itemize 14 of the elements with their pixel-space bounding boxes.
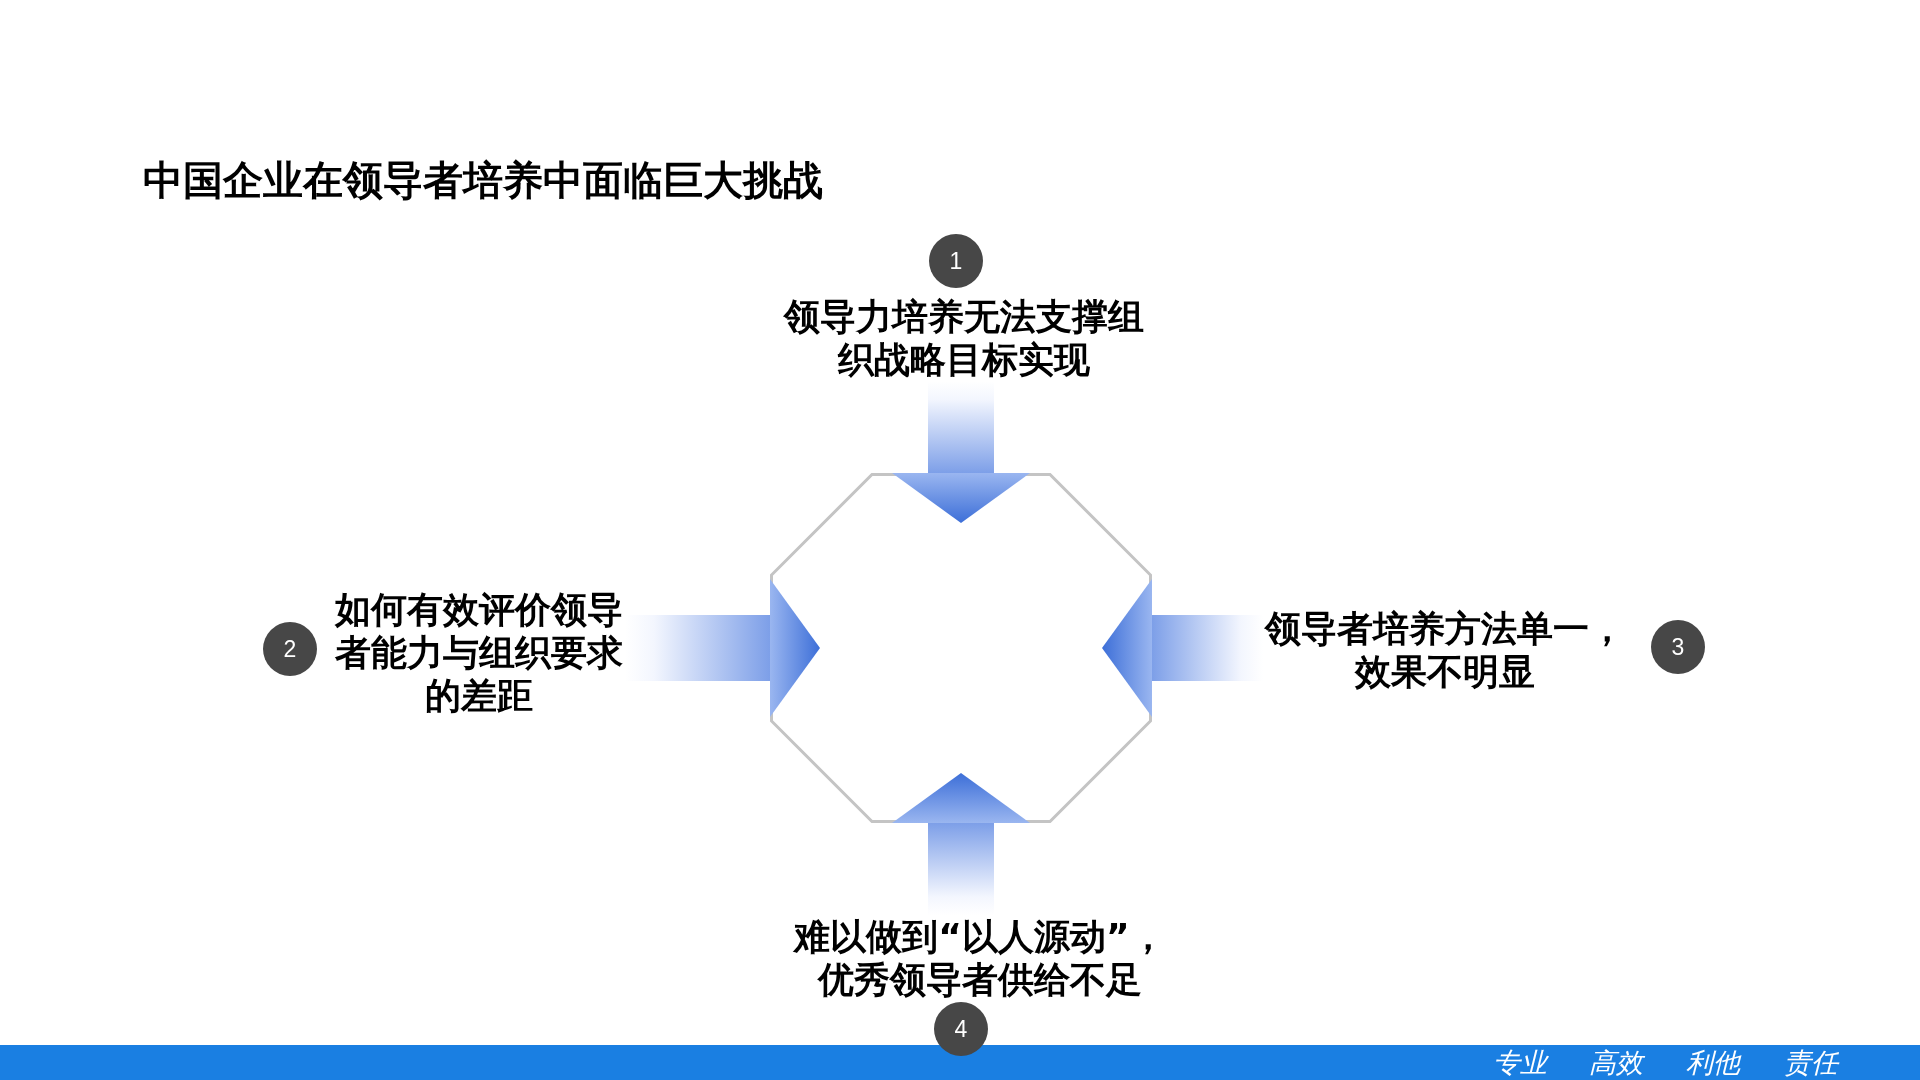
slide-title: 中国企业在领导者培养中面临巨大挑战 [143, 156, 823, 205]
challenge-text: 领导者培养方法单一，效果不明显 [1263, 607, 1627, 693]
challenge-text: 如何有效评价领导者能力与组织要求的差距 [333, 588, 625, 717]
slogan-text: 高效 [1589, 1047, 1643, 1079]
slogan-text: 责任 [1784, 1047, 1838, 1079]
slogan-text: 专业 [1493, 1047, 1547, 1079]
number-badge: 2 [263, 622, 317, 676]
challenge-text: 领导力培养无法支撑组织战略目标实现 [782, 295, 1146, 381]
number-badge: 3 [1651, 620, 1705, 674]
number-badge: 1 [929, 234, 983, 288]
slogan-text: 利他 [1686, 1047, 1740, 1079]
octagon-outline [770, 473, 1152, 823]
number-badge: 4 [934, 1002, 988, 1056]
challenge-text: 难以做到“以人源动”，优秀领导者供给不足 [779, 915, 1181, 1001]
